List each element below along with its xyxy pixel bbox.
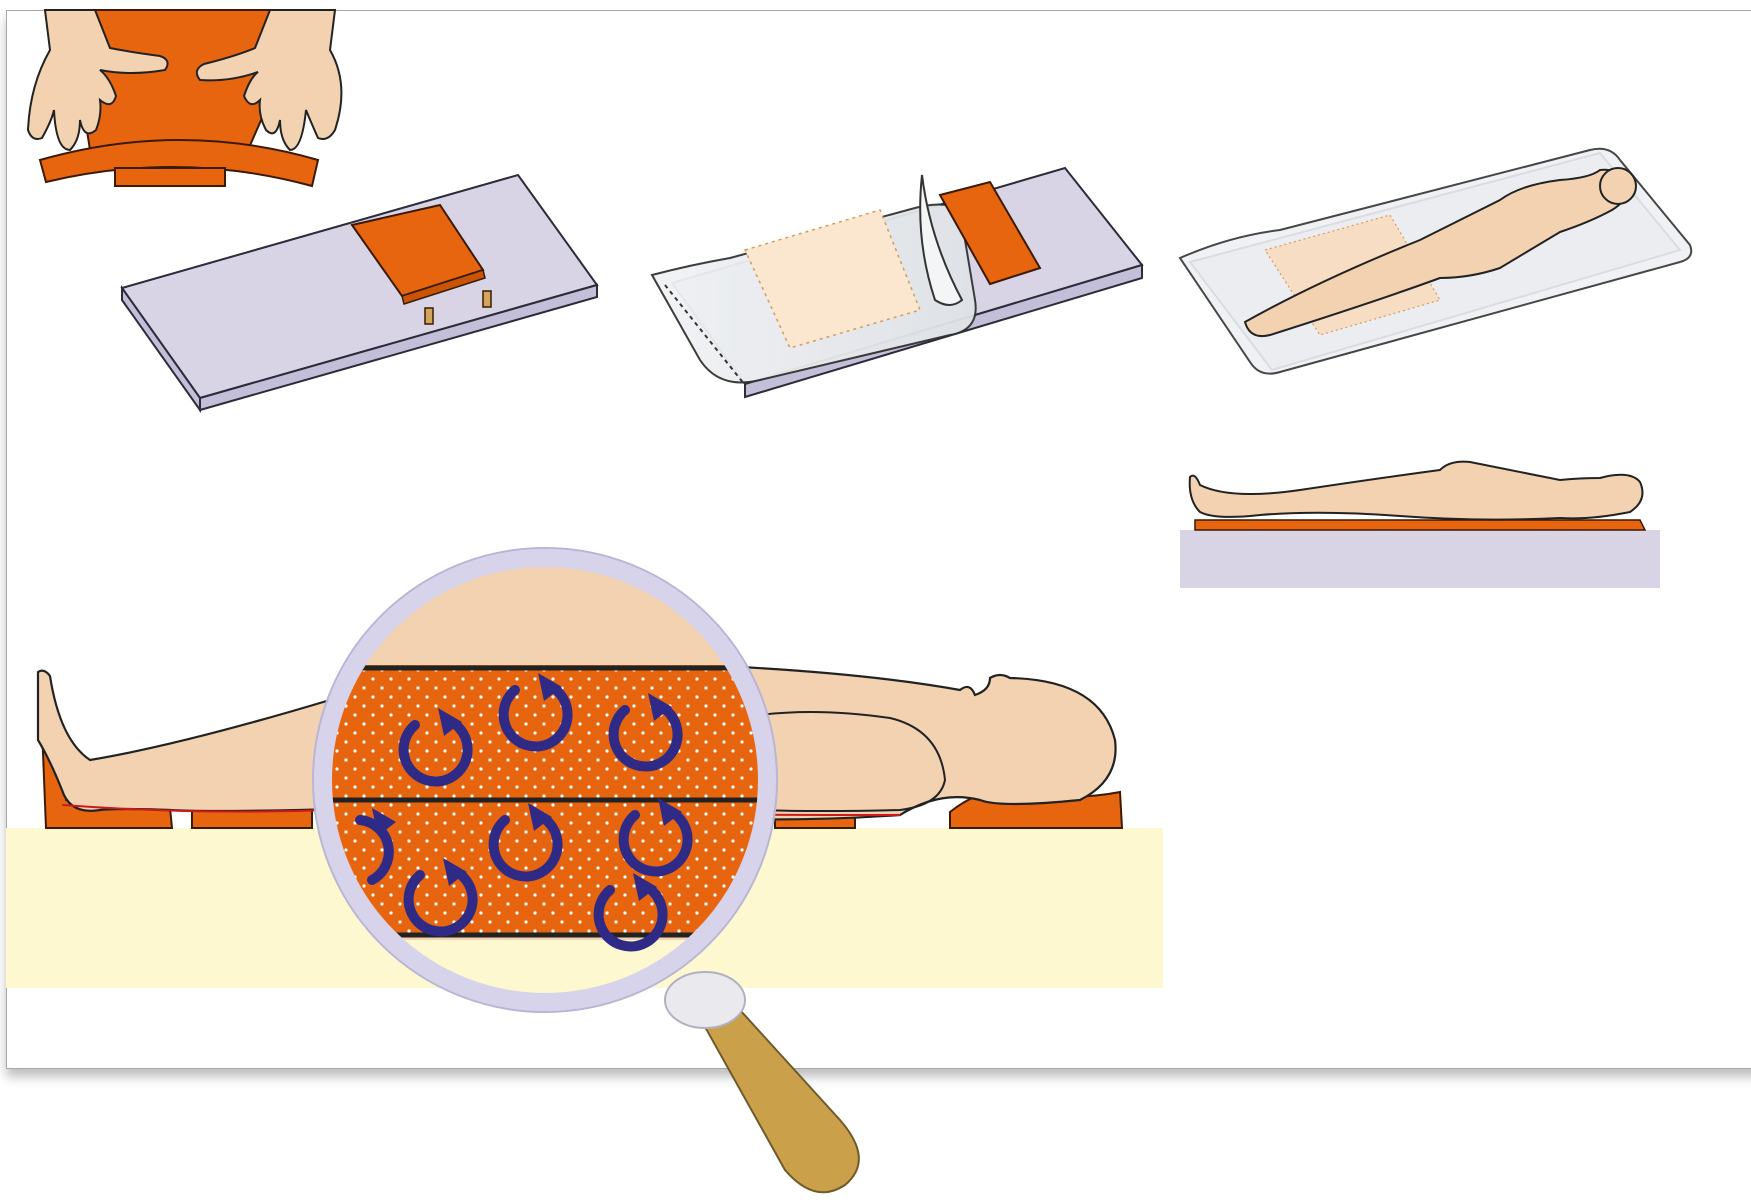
hands-bending-pad-icon [28, 10, 341, 186]
vacuum-wrap-icon [652, 168, 1142, 397]
pad-on-table-icon [122, 175, 597, 410]
patient-side-view-icon [1180, 462, 1660, 588]
wrapped-patient-icon [1180, 149, 1691, 374]
